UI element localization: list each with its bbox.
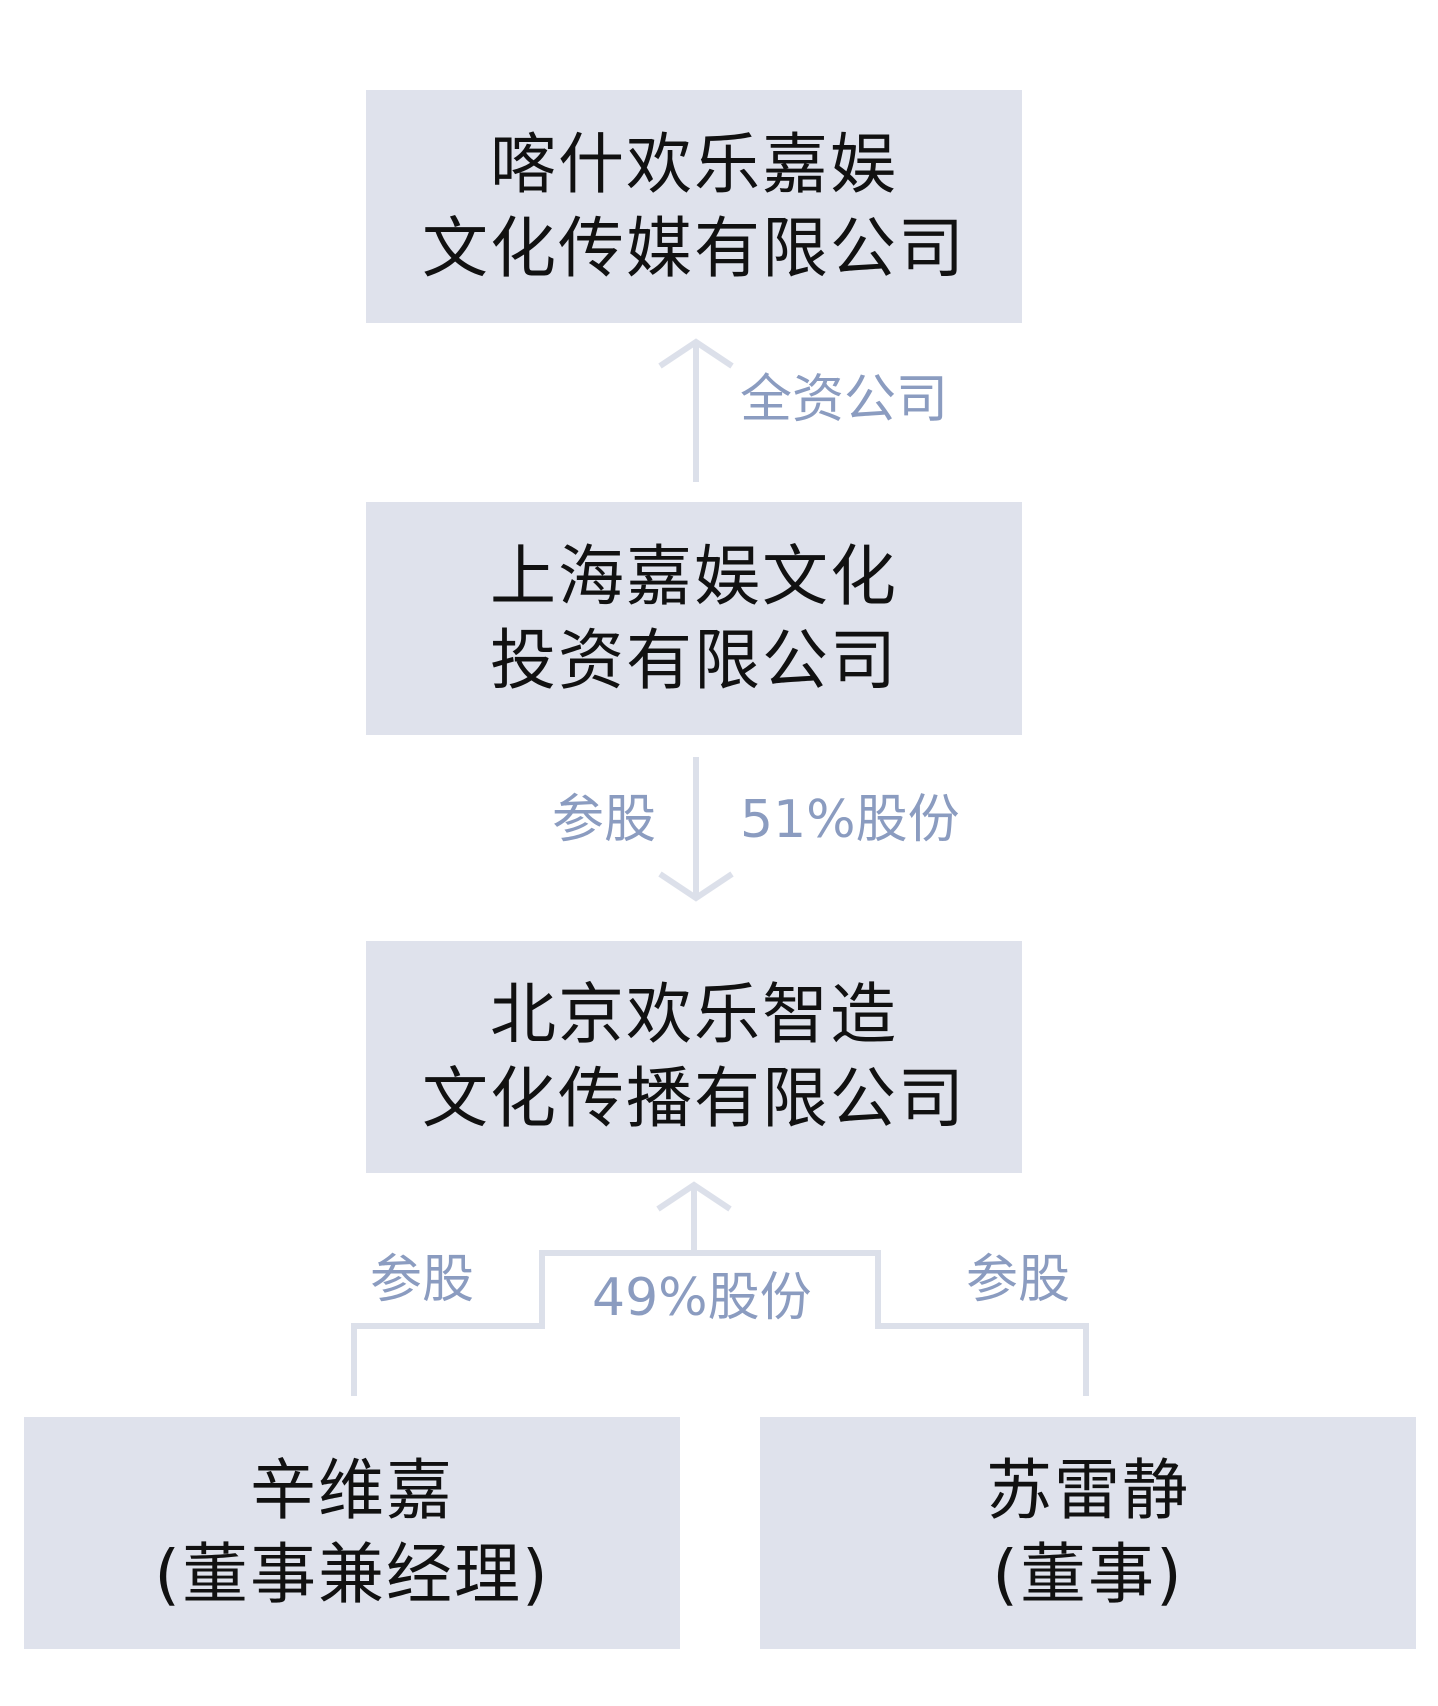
person-role: (董事) <box>992 1536 1184 1613</box>
edge-label-right-equity: 参股 <box>966 1250 1071 1310</box>
node-shanghai-company: 上海嘉娱文化 投资有限公司 <box>366 502 1022 735</box>
edge-label-49-percent: 49%股份 <box>592 1268 812 1328</box>
node-person-su-leijing: 苏雷静 (董事) <box>760 1417 1416 1649</box>
edge-label-left-equity: 参股 <box>370 1250 475 1310</box>
node-kashgar-company: 喀什欢乐嘉娱 文化传媒有限公司 <box>366 90 1022 323</box>
node-name-line-1: 喀什欢乐嘉娱 <box>490 125 898 203</box>
ownership-connector <box>351 1250 1089 1396</box>
node-name-line-2: 文化传媒有限公司 <box>422 209 966 287</box>
person-role: (董事兼经理) <box>154 1536 550 1613</box>
edge-label-51-percent: 51%股份 <box>740 790 960 850</box>
node-name-line-2: 投资有限公司 <box>490 621 898 699</box>
node-beijing-company: 北京欢乐智造 文化传播有限公司 <box>366 941 1022 1173</box>
edge-label-wholly-owned: 全资公司 <box>740 370 949 430</box>
arrow-up-icon <box>656 1181 732 1253</box>
node-name-line-1: 上海嘉娱文化 <box>490 537 898 615</box>
person-name: 辛维嘉 <box>250 1452 454 1529</box>
arrow-up-icon <box>658 338 734 482</box>
node-person-xin-weijia: 辛维嘉 (董事兼经理) <box>24 1417 680 1649</box>
node-name-line-1: 北京欢乐智造 <box>490 976 898 1053</box>
arrow-down-icon <box>658 757 734 902</box>
edge-label-equity-participation: 参股 <box>552 790 657 850</box>
person-name: 苏雷静 <box>986 1452 1190 1529</box>
node-name-line-2: 文化传播有限公司 <box>422 1060 966 1137</box>
